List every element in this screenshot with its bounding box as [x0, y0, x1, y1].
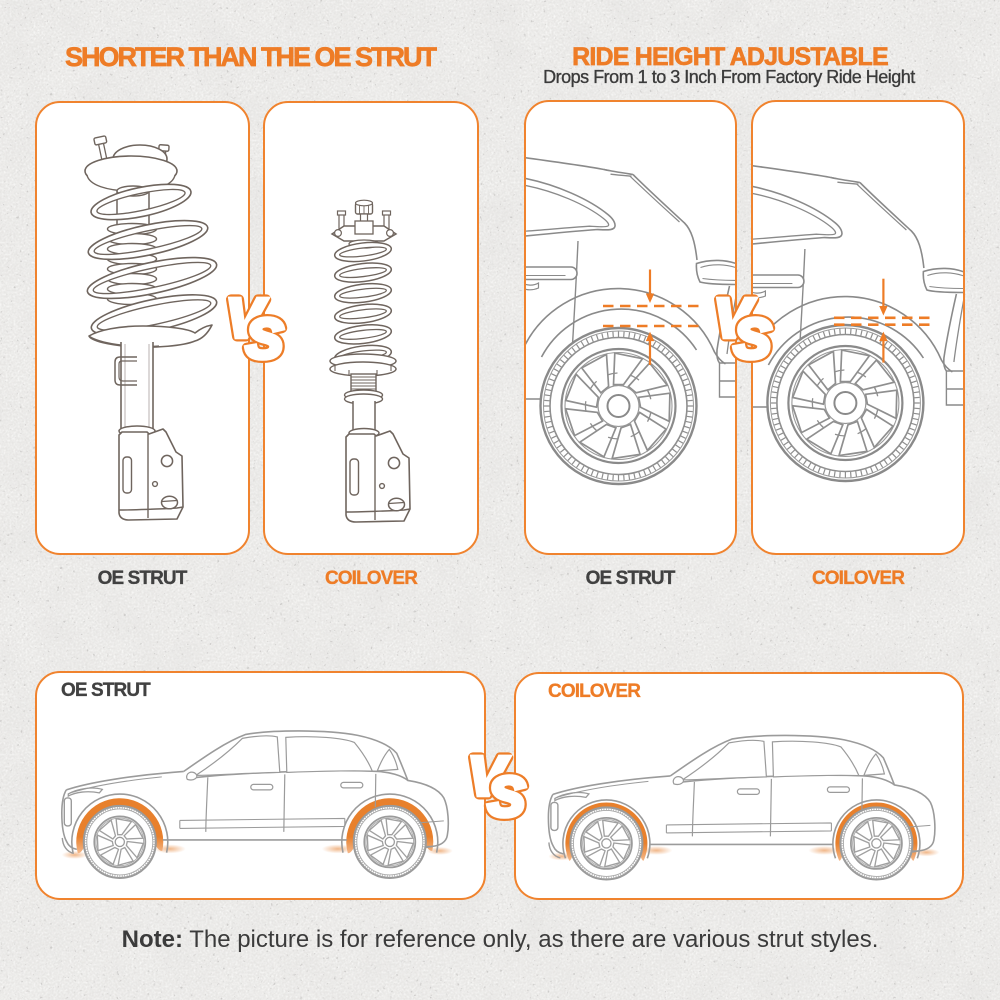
svg-text:V: V	[714, 289, 754, 349]
svg-text:S: S	[488, 766, 525, 828]
svg-text:S: S	[246, 308, 283, 370]
svg-text:S: S	[734, 308, 771, 370]
svg-text:V: V	[468, 747, 508, 807]
svg-text:V: V	[226, 289, 266, 349]
svg-text:S: S	[488, 766, 525, 828]
svg-text:S: S	[246, 308, 283, 370]
svg-text:S: S	[734, 308, 771, 370]
